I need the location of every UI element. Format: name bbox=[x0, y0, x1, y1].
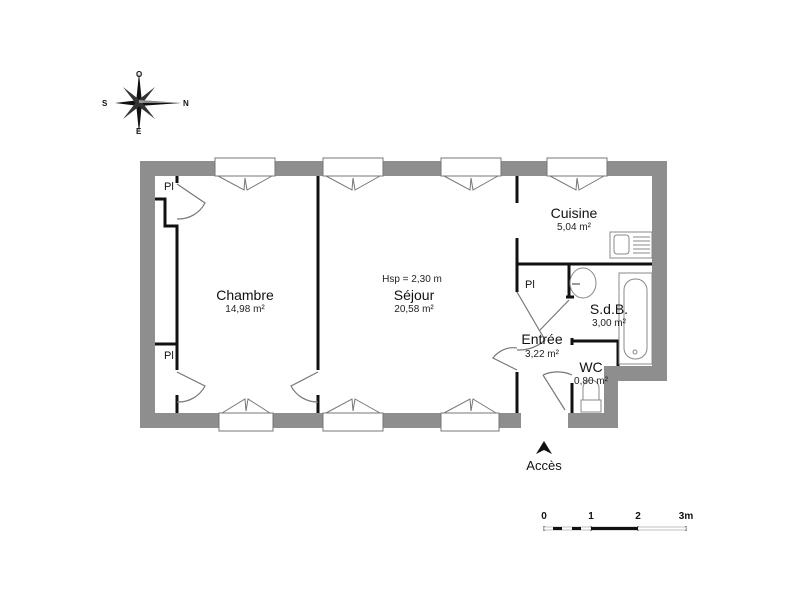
scale-tick-label: 2 bbox=[635, 511, 641, 522]
washbasin bbox=[569, 267, 597, 299]
closet-label: Pl bbox=[525, 279, 535, 291]
room-area: 3,22 m² bbox=[525, 349, 559, 360]
room-area: 0,80 m² bbox=[574, 376, 608, 387]
scale-bar bbox=[543, 526, 687, 531]
closet-label: Pl bbox=[164, 350, 174, 362]
room-name: Cuisine bbox=[550, 205, 598, 221]
interior-walls bbox=[155, 176, 652, 413]
bathtub bbox=[618, 272, 653, 365]
room-area: 14,98 m² bbox=[225, 304, 265, 315]
exterior-walls bbox=[140, 161, 667, 428]
scale-tick-label: 1 bbox=[588, 511, 594, 522]
room-name: Chambre bbox=[216, 287, 274, 303]
room-name: Entrée bbox=[521, 331, 563, 347]
room-name: S.d.B. bbox=[589, 301, 629, 317]
door-swings bbox=[176, 183, 573, 411]
closet-label: Pl bbox=[164, 181, 174, 193]
room-area: 20,58 m² bbox=[394, 304, 434, 315]
scale-tick-label: 0 bbox=[541, 511, 547, 522]
scale-tick-label: 3m bbox=[678, 511, 694, 522]
compass-east-label: E bbox=[136, 127, 142, 136]
compass-south-label: S bbox=[102, 99, 108, 108]
room-area: 5,04 m² bbox=[557, 222, 591, 233]
windows bbox=[214, 157, 608, 432]
room-name: Séjour bbox=[393, 287, 435, 303]
toilet bbox=[580, 379, 602, 413]
room-name: WC bbox=[579, 359, 603, 375]
compass-north-label: N bbox=[183, 99, 189, 108]
access-arrow-icon bbox=[536, 441, 552, 454]
compass-west-label: O bbox=[136, 70, 143, 79]
access-label: Accès bbox=[526, 458, 562, 473]
kitchen-sink bbox=[609, 231, 653, 259]
room-area: 3,00 m² bbox=[592, 318, 626, 329]
ceiling-height-note: Hsp = 2,30 m bbox=[382, 274, 442, 285]
compass-rose bbox=[115, 73, 181, 133]
